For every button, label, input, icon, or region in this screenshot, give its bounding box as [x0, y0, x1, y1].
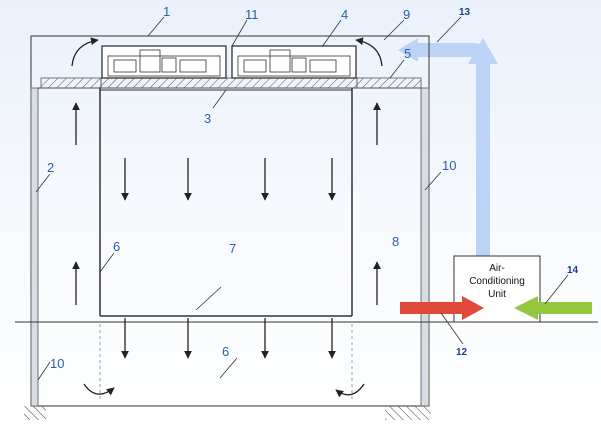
- label-6-left: 6: [113, 239, 120, 254]
- label-5: 5: [404, 46, 411, 61]
- filter-strip-left: [40, 77, 102, 89]
- building-frame: [30, 35, 430, 407]
- fresh-air-arrow: [514, 296, 592, 320]
- label-13: 13: [459, 7, 471, 18]
- right-wall: [420, 87, 430, 407]
- foundation-left: [24, 406, 46, 420]
- ac-unit-line1: Air-: [489, 263, 505, 274]
- filter-strip-center: [100, 77, 358, 89]
- supply-air-duct: [398, 38, 498, 258]
- fan-filter-unit-left: [101, 45, 227, 79]
- label-6-floor: 6: [222, 344, 229, 359]
- label-8: 8: [392, 234, 399, 249]
- label-10-left: 10: [50, 356, 64, 371]
- left-wall: [30, 87, 39, 407]
- label-4: 4: [341, 7, 348, 22]
- label-12: 12: [456, 347, 468, 358]
- label-2: 2: [47, 160, 54, 175]
- leader-lines: [35, 16, 569, 381]
- label-9: 9: [403, 7, 410, 22]
- filter-strip-right: [356, 77, 422, 89]
- label-1: 1: [163, 4, 170, 19]
- airflow-arrows: [71, 37, 383, 398]
- ac-unit-line2: Conditioning: [469, 276, 525, 287]
- label-14: 14: [567, 265, 579, 276]
- label-10-right: 10: [442, 158, 456, 173]
- return-air-arrow: [400, 296, 484, 320]
- label-11: 11: [245, 7, 259, 22]
- ac-unit-line3: Unit: [488, 289, 506, 300]
- fan-filter-unit-right: [231, 45, 357, 79]
- foundation-right: [385, 406, 431, 420]
- label-3: 3: [204, 111, 211, 126]
- label-7: 7: [229, 241, 236, 256]
